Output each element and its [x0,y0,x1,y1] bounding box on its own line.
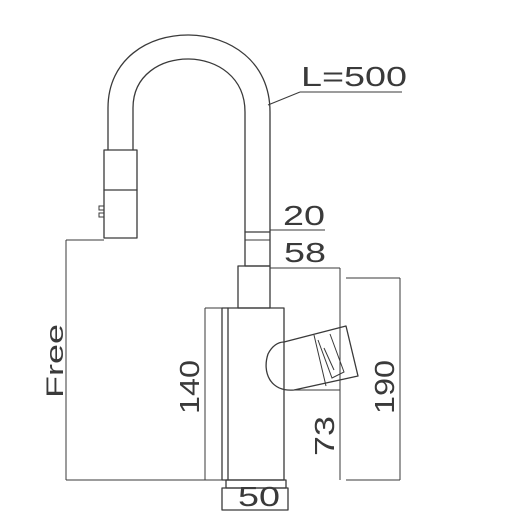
neck-collar [244,231,271,267]
neck-diameter-label: 20 [283,200,325,231]
base-width-label: 50 [238,481,280,512]
body-height-label: 140 [174,360,205,414]
lever-detail [323,347,335,371]
lever-handle [265,325,359,391]
spout-tube-inner [132,58,246,233]
spray-button-icon [98,212,105,218]
lever-detail [317,333,345,379]
handle-height-label: 73 [309,416,340,456]
spout-tube [107,34,271,233]
hose-leader-line [267,91,301,106]
lever-detail [313,334,327,387]
spray-button-icon [98,205,105,211]
upper-stem [237,265,271,309]
total-height-label: 190 [369,360,400,414]
top-width-label: 58 [284,237,326,268]
faucet-body [221,307,285,481]
free-length-label: Free [42,324,69,398]
hose-length-label: L=500 [301,61,407,92]
spray-head [103,149,138,239]
